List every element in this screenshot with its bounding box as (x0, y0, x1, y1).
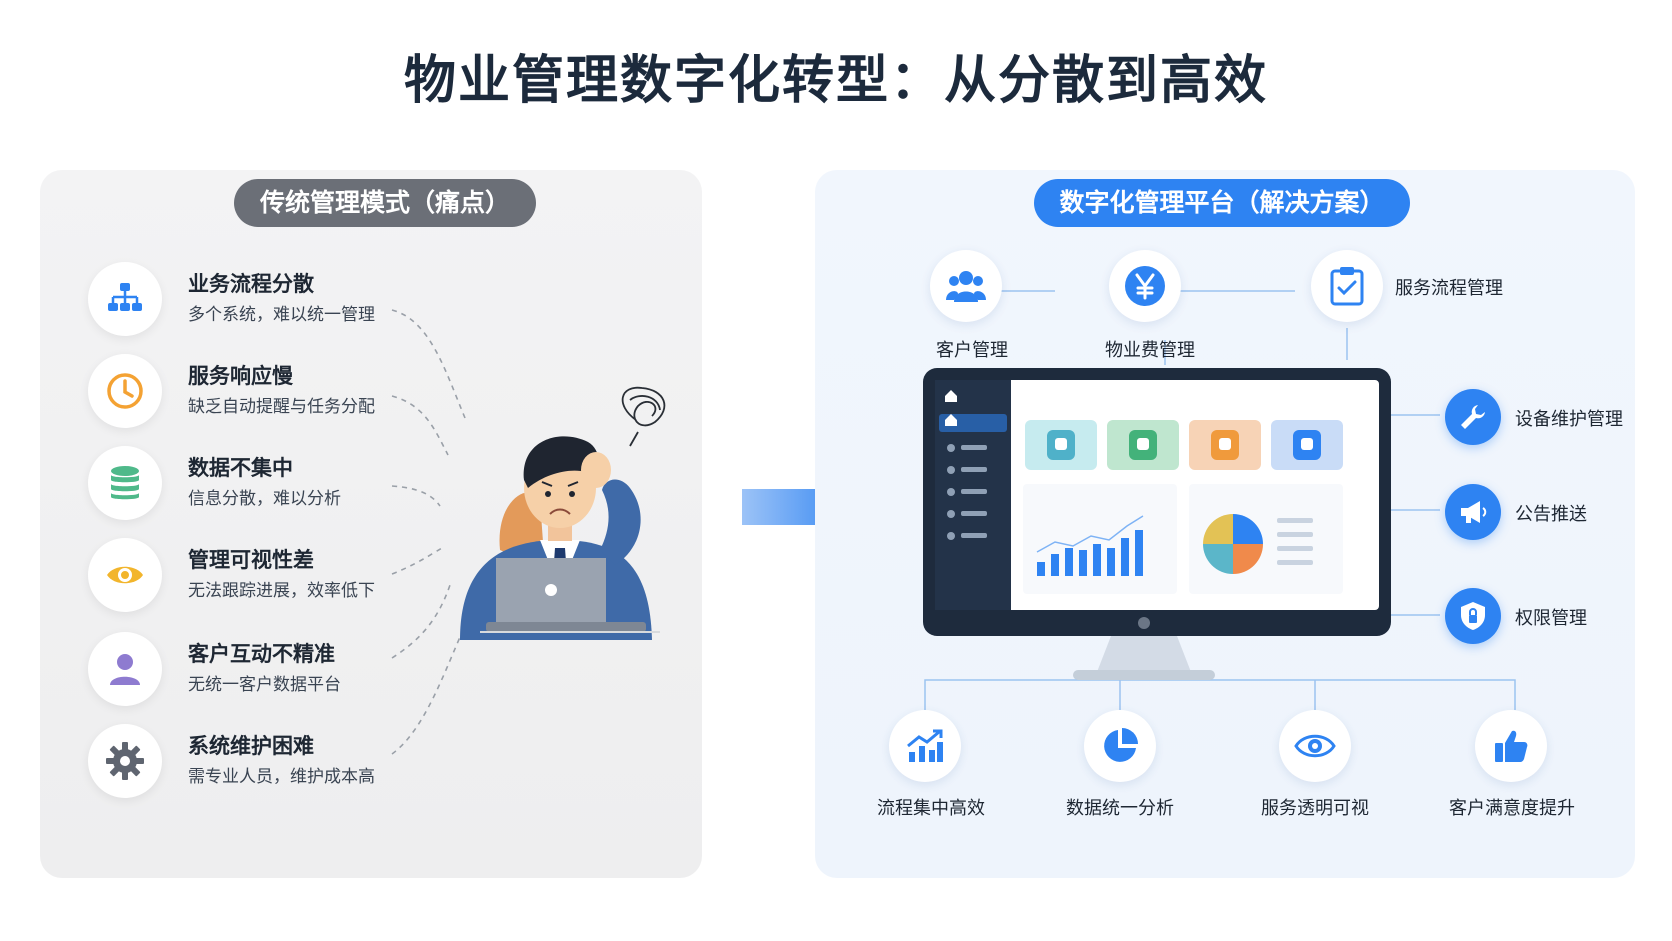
digital-platform-panel: 数字化管理平台（解决方案） (815, 170, 1635, 878)
clock-icon (88, 354, 162, 428)
traditional-panel: 传统管理模式（痛点） 业务流程分散 多个系统，难以统一管理 服务响应慢 缺乏自动… (40, 170, 702, 878)
eye-icon (88, 538, 162, 612)
traditional-header: 传统管理模式（痛点） (234, 179, 536, 227)
feature-label: 客户管理 (936, 340, 1008, 361)
pain-title: 客户互动不精准 (188, 642, 335, 666)
pain-title: 管理可视性差 (188, 548, 314, 572)
pain-desc: 需专业人员，维护成本高 (188, 767, 375, 787)
pain-title: 系统维护困难 (188, 734, 314, 758)
pain-item-process: 业务流程分散 多个系统，难以统一管理 (88, 262, 418, 342)
feature-label: 客户满意度提升 (1449, 798, 1575, 819)
main-title: 物业管理数字化转型：从分散到高效 (403, 51, 1268, 111)
feature-label: 流程集中高效 (877, 798, 985, 819)
pie-chart-icon (1084, 710, 1156, 782)
pain-desc: 无统一客户数据平台 (188, 675, 341, 695)
user-icon (88, 632, 162, 706)
stressed-manager-illustration (391, 309, 666, 755)
platform-monitor-illustration (923, 290, 1516, 710)
yen-icon (1109, 250, 1181, 322)
gear-icon (88, 724, 162, 798)
digital-header: 数字化管理平台（解决方案） (1034, 179, 1410, 227)
pain-title: 业务流程分散 (188, 272, 314, 296)
pain-desc: 信息分散，难以分析 (188, 489, 341, 509)
trend-chart-icon (889, 710, 961, 782)
pain-item-data: 数据不集中 信息分散，难以分析 (88, 446, 418, 526)
pain-desc: 多个系统，难以统一管理 (188, 305, 375, 325)
pain-desc: 缺乏自动提醒与任务分配 (188, 397, 375, 417)
megaphone-icon (1445, 484, 1501, 540)
eye-icon (1279, 710, 1351, 782)
pain-item-visibility: 管理可视性差 无法跟踪进展，效率低下 (88, 538, 418, 618)
pain-item-response: 服务响应慢 缺乏自动提醒与任务分配 (88, 354, 418, 434)
database-icon (88, 446, 162, 520)
pain-title: 数据不集中 (188, 456, 293, 480)
pain-desc: 无法跟踪进展，效率低下 (188, 581, 375, 601)
feature-label: 设备维护管理 (1515, 409, 1623, 430)
wrench-icon (1445, 389, 1501, 445)
shield-icon (1445, 588, 1501, 644)
users-icon (930, 250, 1002, 322)
pain-item-maintenance: 系统维护困难 需专业人员，维护成本高 (88, 724, 418, 804)
pain-item-customer: 客户互动不精准 无统一客户数据平台 (88, 632, 418, 712)
org-chart-icon (88, 262, 162, 336)
feature-label: 数据统一分析 (1066, 798, 1174, 819)
feature-label: 服务流程管理 (1395, 278, 1503, 299)
feature-label: 物业费管理 (1105, 340, 1195, 361)
feature-label: 公告推送 (1515, 504, 1587, 525)
feature-label: 服务透明可视 (1261, 798, 1369, 819)
pain-title: 服务响应慢 (188, 364, 293, 388)
feature-label: 权限管理 (1515, 608, 1587, 629)
clipboard-icon (1311, 250, 1383, 322)
thumbs-up-icon (1475, 710, 1547, 782)
